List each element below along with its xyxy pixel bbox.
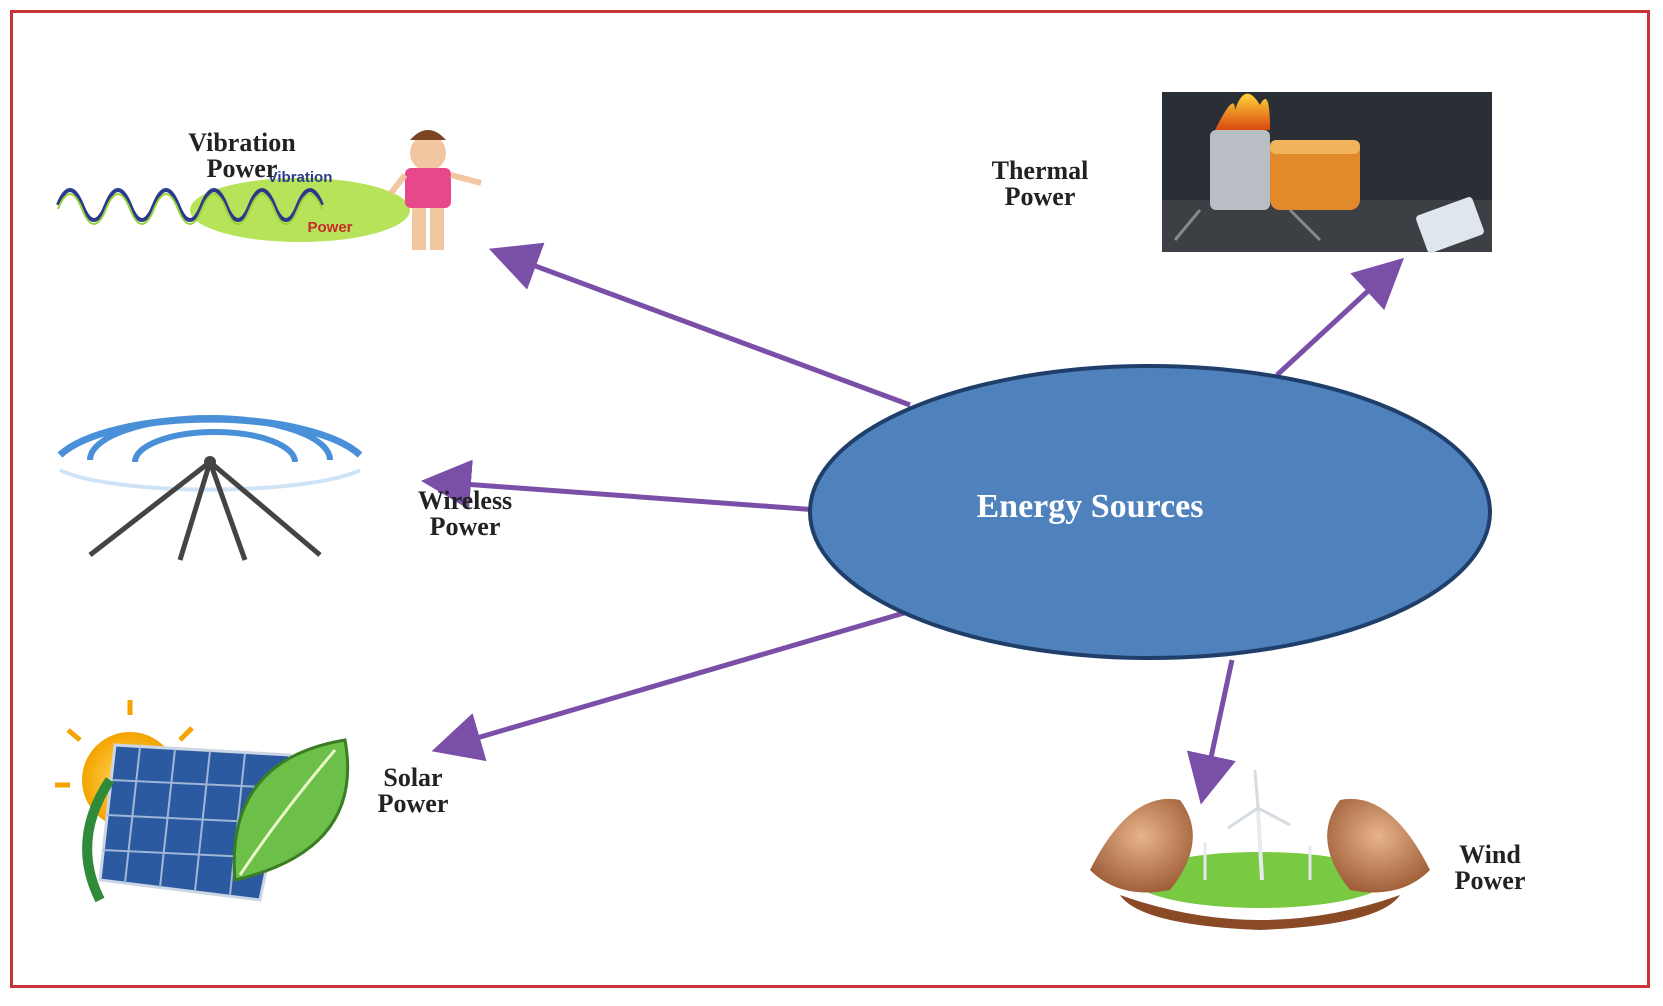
wireless-label-line1: Wireless [417,486,513,515]
arrow-to-vibration [488,242,911,408]
arrows [421,242,1405,805]
vibration-icon-text-bottom: Power [307,219,352,236]
wireless-tower-icon [57,415,363,561]
arrow-to-thermal [1275,257,1405,377]
energy-sources-label: Energy Sources [976,488,1204,525]
vibration-label-line1: Vibration [188,128,296,157]
thermal-label-line2: Power [1004,182,1076,211]
solar-panel-icon [55,700,350,903]
thermal-label-line1: Thermal [991,156,1089,185]
vibration-power-label: Vibration Power [152,130,332,182]
wireless-power-label: Wireless Power [350,488,580,540]
wireless-label-line2: Power [429,512,501,541]
thermal-power-label: Thermal Power [960,158,1120,210]
wind-label-line1: Wind [1459,840,1521,869]
vibration-icon [56,130,482,250]
arrow-to-wireless [421,459,819,513]
solar-label-line2: Power [377,789,449,818]
arrow-to-solar [431,603,929,762]
wind-turbine-icon [1090,769,1430,930]
wind-power-label: Wind Power [1420,842,1560,894]
vibration-label-line2: Power [206,154,278,183]
solar-power-label: Solar Power [358,765,468,817]
vibration-icon-text-top: Vibration [268,169,333,186]
arrow-to-wind [1186,659,1236,805]
solar-label-line1: Solar [383,763,443,792]
thermal-stove-icon [1162,92,1492,253]
energy-sources-ellipse [808,364,1492,660]
wind-label-line2: Power [1454,866,1526,895]
